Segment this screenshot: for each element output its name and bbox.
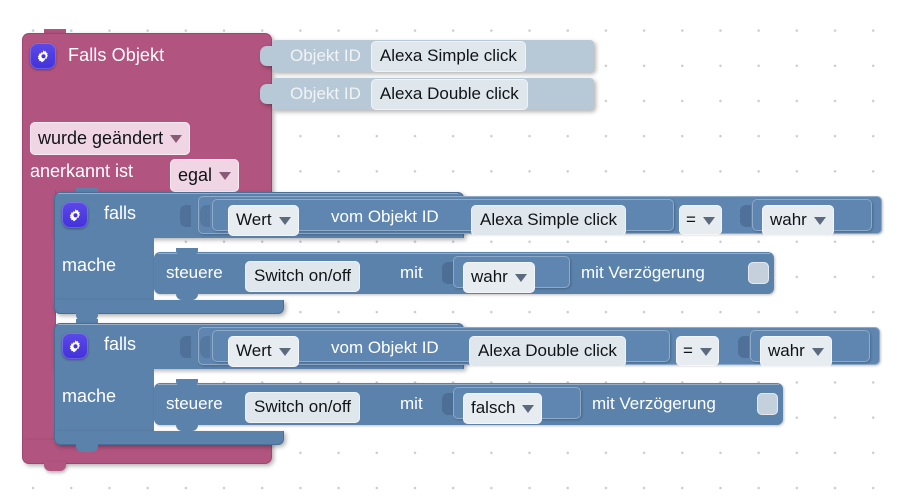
gear-icon[interactable]	[62, 202, 88, 228]
chevron-down-icon	[278, 217, 291, 225]
object-id-value-2[interactable]: Alexa Double click	[370, 78, 528, 110]
object-id-value-1[interactable]: Alexa Simple click	[370, 40, 526, 72]
control-value-socket-1	[442, 262, 453, 284]
chevron-down-icon	[699, 348, 712, 356]
control-verb-2: steuere	[166, 394, 223, 413]
if-block-2-compare-dropdown[interactable]: wahr	[760, 336, 832, 367]
if-block-1-attribute-dropdown[interactable]: Wert	[228, 205, 299, 236]
puzzle-nub	[260, 84, 272, 104]
control-with-label-2: mit	[400, 394, 423, 413]
control-value-1: wahr	[471, 267, 508, 286]
event-block-title: Falls Objekt	[68, 45, 165, 65]
if-block-1-do-label: mache	[62, 255, 117, 275]
if-block-1-condition-socket	[180, 205, 191, 227]
control-delay-label-2: mit Verzögerung	[592, 394, 716, 413]
if-block-2-if-label: falls	[104, 334, 137, 354]
if-block-2-operator-value: =	[683, 341, 693, 360]
chevron-down-icon	[170, 135, 183, 143]
highlight	[58, 193, 458, 194]
gear-icon[interactable]	[62, 333, 88, 359]
if-block-1-compare-socket	[740, 205, 751, 227]
control-target-2[interactable]: Switch on/off	[245, 392, 361, 423]
control-command-1-top-notch	[176, 248, 198, 256]
if-block-2-do-label: mache	[62, 386, 117, 406]
if-block-2-operator-dropdown[interactable]: =	[676, 336, 719, 366]
chevron-down-icon	[514, 274, 527, 282]
control-delay-checkbox-2[interactable]	[757, 393, 778, 415]
control-verb-1: steuere	[166, 263, 223, 282]
control-delay-checkbox-1[interactable]	[748, 262, 769, 284]
chevron-down-icon	[522, 405, 535, 413]
if-block-1-left-spine	[54, 236, 154, 306]
ack-label: anerkannt ist	[30, 161, 134, 181]
control-command-2-top-notch	[176, 379, 198, 387]
highlight	[158, 253, 770, 254]
if-block-1-operator-value: =	[686, 210, 696, 229]
plug	[200, 336, 210, 358]
if-block-1-compare-value: wahr	[770, 210, 807, 229]
highlight	[58, 324, 458, 325]
highlight	[158, 384, 779, 385]
event-block-bottom-notch	[44, 462, 66, 471]
if-block-2-object-id[interactable]: Alexa Double click	[469, 336, 626, 367]
object-id-row-1[interactable]: Objekt ID Alexa Simple click	[260, 40, 594, 72]
chevron-down-icon	[811, 348, 824, 356]
control-target-1[interactable]: Switch on/off	[245, 261, 361, 292]
plug	[200, 205, 210, 227]
chevron-down-icon	[702, 217, 715, 225]
chevron-down-icon	[278, 348, 291, 356]
object-id-label-2: Objekt ID	[290, 84, 361, 103]
control-command-2-bottom-notch	[176, 423, 198, 431]
control-value-dropdown-2[interactable]: falsch	[463, 393, 543, 424]
if-block-2-attribute-dropdown[interactable]: Wert	[228, 336, 299, 367]
if-block-2-footer	[54, 431, 284, 445]
if-block-2-bottom-notch	[76, 443, 98, 452]
object-id-label-1: Objekt ID	[290, 46, 361, 65]
if-block-2-attribute-value: Wert	[236, 341, 272, 360]
control-value-socket-2	[442, 393, 453, 415]
control-value-2: falsch	[471, 398, 516, 417]
object-id-row-2[interactable]: Objekt ID Alexa Double click	[260, 78, 594, 110]
if-block-1-attribute-value: Wert	[236, 210, 272, 229]
event-block-left-spine	[22, 190, 56, 452]
if-block-1-compare-dropdown[interactable]: wahr	[762, 205, 834, 236]
ack-dropdown-value: egal	[178, 164, 213, 185]
if-block-2-condition-socket	[180, 336, 191, 358]
gear-icon[interactable]	[30, 43, 56, 69]
if-block-1-bottom-notch	[76, 312, 98, 321]
trigger-dropdown[interactable]: wurde geändert	[30, 122, 191, 155]
control-command-1-bottom-notch	[176, 292, 198, 300]
if-block-2-left-spine	[54, 367, 154, 437]
chevron-down-icon	[219, 172, 232, 180]
if-block-2-of-label: vom Objekt ID	[331, 338, 439, 357]
if-block-2-compare-value: wahr	[768, 341, 805, 360]
if-block-1-operator-dropdown[interactable]: =	[679, 205, 722, 235]
control-value-dropdown-1[interactable]: wahr	[463, 262, 535, 293]
if-block-1-footer	[54, 300, 284, 314]
if-block-1-of-label: vom Objekt ID	[331, 207, 439, 226]
if-block-2-compare-socket	[738, 336, 749, 358]
control-delay-label-1: mit Verzögerung	[581, 263, 705, 282]
if-block-1-object-id[interactable]: Alexa Simple click	[471, 205, 626, 236]
ack-dropdown[interactable]: egal	[170, 159, 240, 192]
chevron-down-icon	[813, 217, 826, 225]
puzzle-nub	[260, 46, 272, 66]
control-with-label-1: mit	[400, 263, 423, 282]
if-block-1-if-label: falls	[104, 203, 137, 223]
trigger-dropdown-value: wurde geändert	[38, 127, 164, 148]
